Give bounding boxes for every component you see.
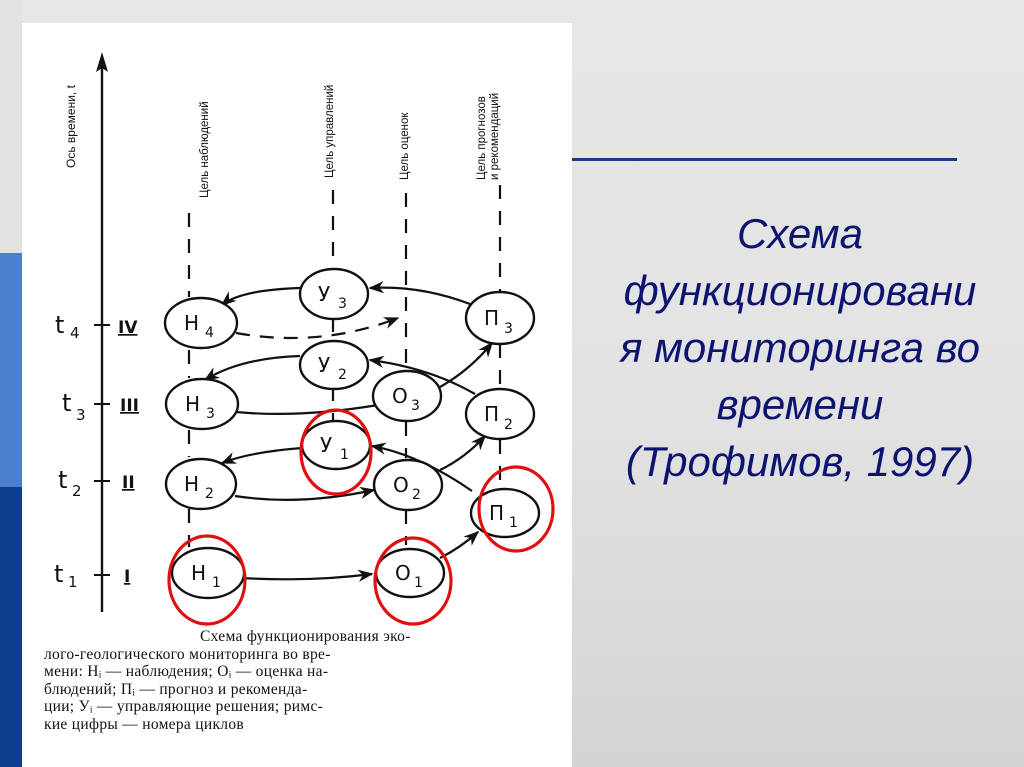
column-label-forecasts-2: и рекомендаций (489, 93, 501, 180)
column-label-observations: Цель наблюдений (199, 101, 211, 198)
svg-text:У: У (320, 433, 332, 457)
node-p2: П 2 (464, 387, 536, 441)
svg-text:3: 3 (206, 406, 215, 422)
highlight-u1 (299, 408, 373, 496)
column-label-assessments: Цель оценок (399, 112, 411, 180)
svg-text:1: 1 (340, 447, 349, 463)
node-p3: П 3 (464, 290, 536, 346)
node-u1: У 1 (300, 419, 372, 471)
svg-text:Н: Н (185, 392, 200, 416)
svg-text:4: 4 (70, 324, 80, 342)
title-line: времени (716, 381, 884, 428)
highlight-p1 (477, 465, 555, 553)
axis-arrow-icon (96, 52, 108, 72)
caption-line: ции; Уᵢ — управляющие решения; римс- (44, 698, 324, 715)
svg-text:О: О (395, 561, 411, 585)
svg-text:2: 2 (72, 482, 82, 500)
tick-t2: t 2 II (58, 466, 135, 500)
svg-text:4: 4 (205, 325, 214, 341)
title-line: я мониторинга во (619, 324, 981, 371)
caption-line: лого-геологического мониторинга во вре- (44, 645, 331, 663)
svg-text:О: О (392, 384, 408, 408)
node-o1: О 1 (374, 547, 446, 599)
node-o3: О 3 (371, 369, 443, 423)
svg-text:IV: IV (118, 318, 138, 338)
caption-line: Схема функционирования эко- (200, 628, 411, 645)
svg-text:3: 3 (504, 321, 513, 337)
svg-text:Н: Н (191, 561, 206, 585)
svg-text:t: t (55, 311, 64, 339)
svg-text:1: 1 (414, 575, 423, 591)
highlight-o1 (373, 536, 453, 626)
column-guides (187, 185, 502, 547)
tick-t4: t 4 IV (55, 311, 138, 342)
tick-t1: t 1 I (54, 560, 130, 591)
svg-text:Н: Н (184, 472, 199, 496)
svg-text:I: I (124, 567, 130, 587)
node-u2: У 2 (298, 339, 370, 391)
title-rule (572, 158, 957, 161)
svg-text:2: 2 (412, 487, 421, 503)
svg-text:II: II (122, 473, 135, 493)
accent-strip-dark-blue (0, 487, 22, 767)
svg-text:3: 3 (76, 406, 86, 424)
svg-text:t: t (54, 560, 63, 588)
highlight-circles (167, 408, 555, 626)
node-p1: П 1 (469, 487, 541, 539)
slide-title: Схема функционировани я мониторинга во в… (590, 205, 1010, 490)
svg-text:3: 3 (411, 398, 420, 414)
svg-text:t: t (58, 466, 67, 494)
caption-line: мени: Нᵢ — наблюдения; Оᵢ — оценка на- (44, 663, 329, 680)
svg-text:2: 2 (205, 486, 214, 502)
svg-text:П: П (484, 402, 499, 426)
caption-line: блюдений; Пᵢ — прогноз и рекоменда- (44, 680, 308, 698)
nodes: Н 4 Н 3 Н 2 Н 1 У 3 У 2 У (163, 267, 541, 600)
node-o2: О 2 (372, 458, 444, 512)
axis-label: Ось времени, t (64, 84, 78, 168)
accent-strip-light-blue (0, 253, 22, 487)
figure-caption: Схема функционирования эко- лого-геологи… (44, 628, 552, 733)
svg-text:П: П (489, 501, 504, 525)
time-axis: Ось времени, t (64, 52, 110, 612)
svg-text:Н: Н (184, 311, 199, 335)
title-line: функционировани (623, 267, 977, 314)
title-line: Схема (737, 210, 863, 257)
svg-text:III: III (120, 396, 139, 416)
svg-text:1: 1 (212, 575, 221, 591)
svg-text:1: 1 (68, 573, 78, 591)
column-label-management: Цель управлений (324, 85, 336, 178)
time-tick-labels: t 4 IV t 3 III t 2 II t 1 I (54, 311, 139, 591)
node-h1: Н 1 (170, 546, 246, 600)
svg-text:У: У (318, 282, 330, 306)
svg-text:t: t (62, 389, 71, 417)
svg-text:О: О (393, 473, 409, 497)
title-line: (Трофимов, 1997) (625, 438, 975, 485)
svg-text:3: 3 (338, 296, 347, 312)
highlight-h1 (167, 534, 247, 626)
svg-text:1: 1 (509, 515, 518, 531)
tick-t3: t 3 III (62, 389, 139, 424)
svg-text:2: 2 (504, 417, 513, 433)
caption-line: кие цифры — номера циклов (44, 715, 244, 733)
node-h4: Н 4 (163, 296, 239, 350)
node-h3: Н 3 (164, 377, 240, 431)
svg-text:У: У (318, 353, 330, 377)
node-u3: У 3 (298, 267, 370, 321)
svg-text:П: П (484, 306, 499, 330)
svg-text:2: 2 (338, 367, 347, 383)
node-h2: Н 2 (164, 457, 238, 511)
column-label-forecasts-1: Цель прогнозов (476, 96, 488, 180)
column-labels: Цель наблюдений Цель управлений Цель оце… (199, 85, 501, 198)
accent-strip-top (0, 0, 22, 253)
